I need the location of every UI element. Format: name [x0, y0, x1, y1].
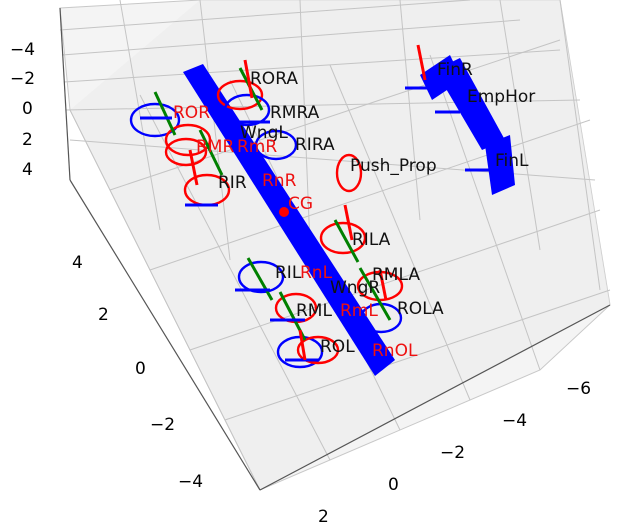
label-rmr: RMR	[196, 137, 234, 157]
y-axis: 4 2 0 −2 −4	[72, 253, 203, 492]
y-tick-label: 0	[135, 359, 146, 379]
y-tick-label: −4	[178, 472, 203, 492]
cg-marker	[279, 207, 289, 217]
x-tick-label: 0	[388, 475, 399, 495]
label-cg: CG	[288, 194, 313, 214]
z-tick-label: −4	[10, 40, 35, 60]
z-tick-label: 4	[22, 160, 33, 180]
label-rira: RIRA	[295, 135, 335, 155]
y-tick-label: 4	[72, 253, 83, 273]
label-emphor: EmpHor	[467, 87, 535, 107]
x-tick-label: −6	[566, 379, 591, 399]
x-tick-label: 2	[318, 507, 329, 527]
label-rol: ROL	[320, 337, 355, 357]
label-rola: ROLA	[397, 299, 444, 319]
label-wngl: WngL	[240, 123, 288, 143]
label-rnr: RnR	[262, 171, 297, 191]
grid	[59, 0, 611, 491]
y-tick-label: 2	[98, 305, 109, 325]
label-rml-red: RmL	[340, 301, 378, 321]
label-rmr-2: RmR	[237, 137, 277, 157]
y-tick-label: −2	[150, 415, 175, 435]
label-finl: FinL	[495, 151, 529, 171]
label-wngr: WngR	[330, 278, 380, 298]
label-finr: FinR	[437, 60, 473, 80]
z-tick-label: 2	[22, 130, 33, 150]
wing-spar	[183, 64, 395, 376]
label-rmra: RMRA	[270, 103, 320, 123]
label-rmla: RMLA	[372, 265, 420, 285]
label-rir: RIR	[218, 173, 247, 193]
label-push-prop: Push_Prop	[350, 156, 437, 176]
x-tick-label: −4	[502, 411, 527, 431]
x-axis: 2 0 −2 −4 −6	[318, 379, 591, 527]
z-tick-label: −2	[10, 69, 35, 89]
z-tick-label: 0	[22, 99, 33, 119]
fin-r	[420, 55, 462, 100]
label-ril: RIL	[275, 263, 302, 283]
component-labels: RORA ROR RMRA RMR WngL RIRA RmR RIR RnR …	[173, 60, 535, 361]
fin-l	[485, 135, 515, 195]
x-tick-label: −2	[440, 443, 465, 463]
label-rml: RML	[296, 301, 332, 321]
rotor-axes	[140, 44, 495, 362]
z-axis: −4 −2 0 2 4	[10, 40, 35, 180]
label-rila: RILA	[352, 230, 391, 250]
label-rora: RORA	[250, 69, 298, 89]
label-rnl: RnL	[300, 263, 333, 283]
axis-edges	[59, 7, 611, 491]
label-ror: ROR	[173, 103, 210, 123]
rotors	[129, 79, 404, 369]
label-rnol: RnOL	[372, 341, 418, 361]
